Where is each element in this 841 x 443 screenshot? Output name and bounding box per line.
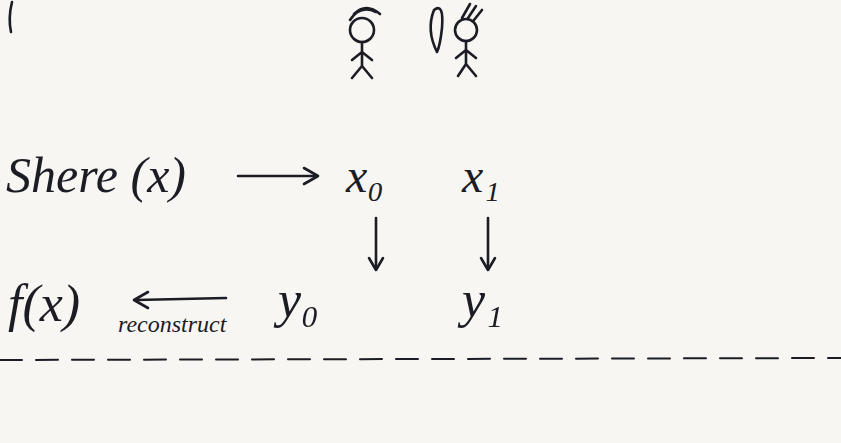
stick-figure bbox=[350, 8, 380, 78]
arrow-label: reconstruct bbox=[118, 312, 226, 336]
loop-mark bbox=[431, 8, 443, 52]
math-label: f(x) bbox=[8, 278, 80, 330]
math-label: x₁ bbox=[462, 152, 500, 200]
arrow bbox=[238, 168, 318, 184]
dashed-line bbox=[0, 358, 841, 360]
stick-figure bbox=[455, 4, 482, 76]
stray-stroke bbox=[10, 2, 12, 32]
arrow bbox=[481, 218, 495, 270]
arrow bbox=[369, 218, 383, 270]
arrow bbox=[134, 292, 226, 308]
math-label: y₀ bbox=[278, 274, 319, 326]
math-label: y₁ bbox=[462, 274, 503, 326]
math-label: x₀ bbox=[346, 152, 384, 200]
math-label: Shere (x) bbox=[6, 150, 186, 200]
